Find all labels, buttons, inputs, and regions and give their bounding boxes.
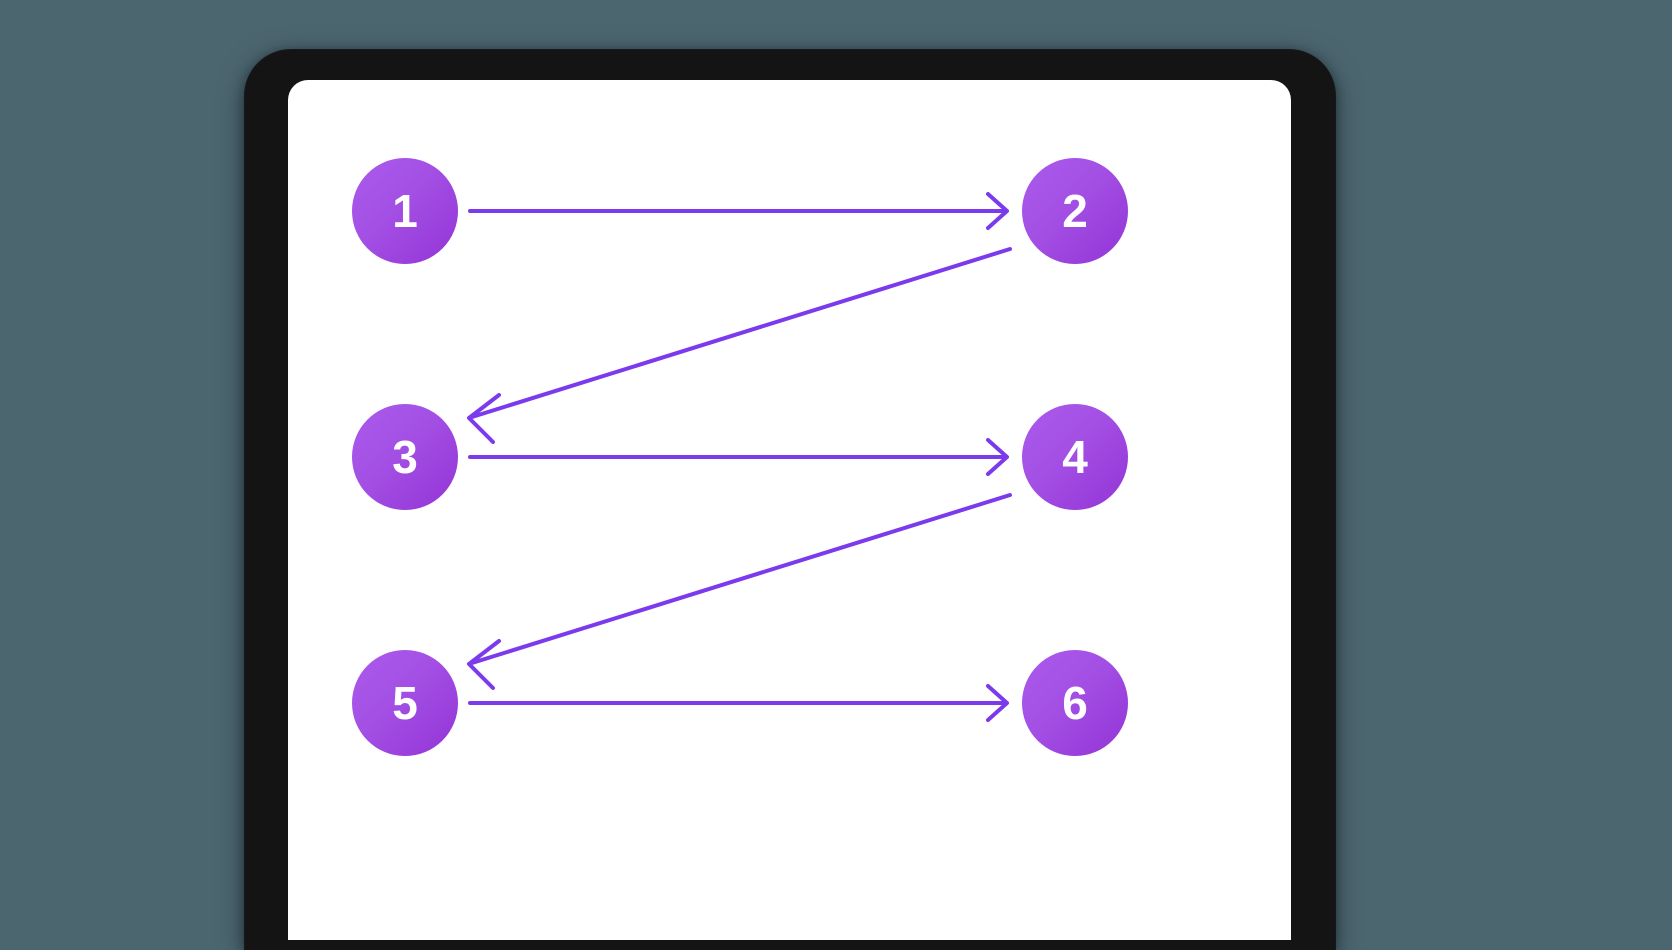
screenshot-stage: 1 2 3 4 5 6: [245, 50, 1335, 950]
node-2[interactable]: 2: [1022, 158, 1128, 264]
node-2-label: 2: [1062, 185, 1088, 237]
node-5[interactable]: 5: [352, 650, 458, 756]
node-4[interactable]: 4: [1022, 404, 1128, 510]
node-3-label: 3: [392, 431, 418, 483]
diagram-canvas: 1 2 3 4 5 6: [288, 80, 1291, 940]
edge-4-to-5: [467, 493, 1012, 690]
node-4-label: 4: [1062, 431, 1088, 483]
node-1[interactable]: 1: [352, 158, 458, 264]
edge-3-to-4: [468, 438, 1009, 476]
diagram-edges-layer: [467, 192, 1012, 722]
node-3[interactable]: 3: [352, 404, 458, 510]
edge-5-to-6: [468, 684, 1009, 722]
node-6[interactable]: 6: [1022, 650, 1128, 756]
node-1-label: 1: [392, 185, 418, 237]
device-screen: 1 2 3 4 5 6: [288, 80, 1291, 940]
node-5-label: 5: [392, 677, 418, 729]
edge-1-to-2: [468, 192, 1009, 230]
node-6-label: 6: [1062, 677, 1088, 729]
edge-2-to-3: [467, 247, 1012, 444]
